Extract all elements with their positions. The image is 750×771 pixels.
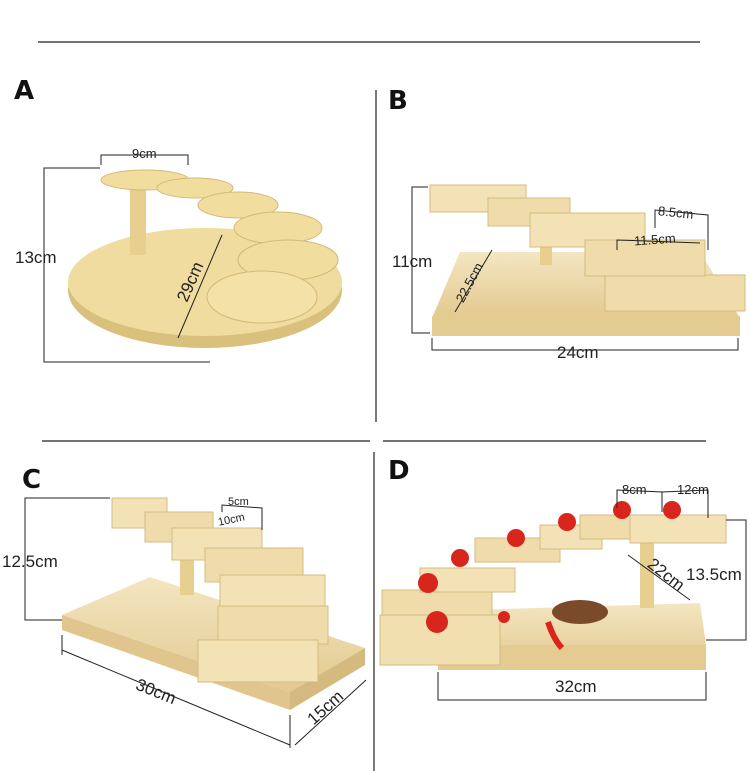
dim-d-length: 32cm xyxy=(555,677,597,696)
dim-b-height: 11cm xyxy=(392,252,433,271)
dim-a-height: 13cm xyxy=(15,248,57,267)
panel-label-d: D xyxy=(388,456,410,486)
dim-a-top-width: 9cm xyxy=(132,146,157,161)
dimension-lines-c xyxy=(24,497,367,748)
stand-a-illustration xyxy=(68,169,342,348)
panel-label-a: A xyxy=(14,76,35,106)
panel-label-b: B xyxy=(388,86,408,116)
stand-c-illustration xyxy=(62,497,365,710)
panel-label-c: C xyxy=(22,465,42,495)
dim-d-height: 13.5cm xyxy=(686,565,742,584)
dim-c-height: 12.5cm xyxy=(2,552,58,571)
dim-b-width: 24cm xyxy=(557,343,599,362)
dimension-lines-b xyxy=(411,186,739,351)
stand-b-illustration xyxy=(429,184,746,336)
dim-c-step-depth: 5cm xyxy=(228,496,249,508)
dim-b-step-width: 11.5cm xyxy=(633,230,677,249)
divider-lines xyxy=(38,41,706,771)
dimension-lines-a xyxy=(43,154,223,363)
stand-d-illustration xyxy=(379,501,727,670)
dim-d-step-width: 12cm xyxy=(677,482,709,497)
dimension-lines-d xyxy=(437,489,747,701)
dim-d-step-depth: 8cm xyxy=(622,482,647,497)
